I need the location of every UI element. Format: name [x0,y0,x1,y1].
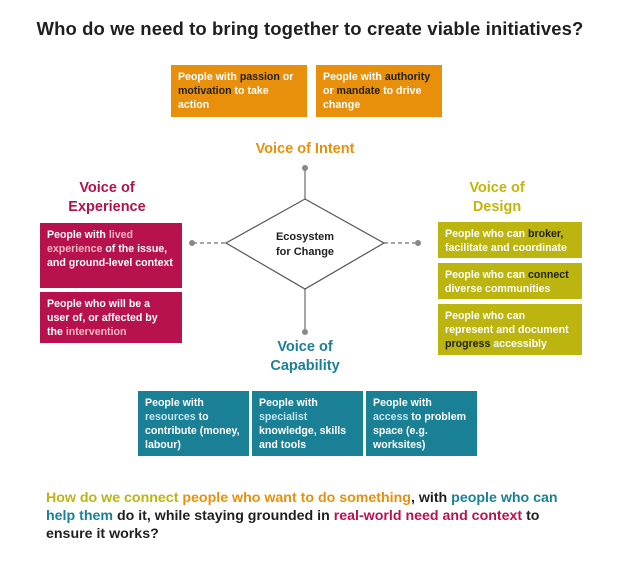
intent-heading: Voice of Intent [255,141,355,157]
highlight-text: progress [445,338,491,350]
design-heading: Voice of Design [438,179,556,217]
capability-heading: Voice of Capability [230,338,380,376]
box-text: diverse communities [445,283,551,295]
ecosystem-label-line1: Ecosystem [275,231,335,243]
highlight-text: resources [145,411,196,423]
highlight-text: passion [239,71,280,83]
highlight-text: lived [108,229,133,241]
box-text: People who can represent and document [445,310,569,336]
highlight-text: broker, [528,228,564,240]
box-text: People who can [445,228,529,240]
box-text: People with [373,397,432,409]
connector-left-dot [189,240,195,246]
highlight-text: access [373,411,409,423]
highlight-text: connect [528,269,569,281]
capability-heading-line1: Voice of [277,339,333,355]
highlight-text: experience [47,243,106,255]
box-text: People who will be a user of, or affecte… [47,298,158,338]
box-text: People with [259,397,318,409]
experience-heading-line2: Experience [68,199,146,215]
box-text: People with [178,71,240,83]
question-segment-orange: people who want to do something [182,490,411,506]
connector-right-dot [415,240,421,246]
experience-box-lived: People with lived experience of the issu… [40,223,182,288]
design-box-broker: People who can broker, facilitate and co… [438,222,582,258]
ecosystem-diamond [224,198,386,290]
question-segment-dark: , with [410,490,452,506]
box-text: accessibly [490,338,547,350]
connector-top-dot [302,165,308,171]
capability-box-specialist: People with specialist knowledge, skills… [252,391,363,456]
intent-box-passion: People with passion or motivation to tak… [171,65,307,117]
experience-heading-line1: Voice of [79,180,135,196]
connector-bottom-dot [302,329,308,335]
question-segment-teal: people who can help them [46,490,558,524]
highlight-text: mandate [336,85,381,97]
experience-heading: Voice of Experience [40,179,174,217]
box-text: People who can [445,269,529,281]
design-box-connect: People who can connect diverse communiti… [438,263,582,299]
question-segment-olive: How do we connect [46,490,183,506]
box-text: or [279,71,294,83]
box-text: People with [47,229,109,241]
diagram-title: Who do we need to bring together to crea… [36,18,584,39]
highlight-text: motivation [178,85,232,97]
design-heading-line1: Voice of [469,180,525,196]
question-segment-crimson: real-world need and context [333,508,523,524]
capability-box-access: People with access to problem space (e.g… [366,391,477,456]
design-box-represent: People who can represent and document pr… [438,304,582,355]
box-text: People with [145,397,204,409]
highlight-text: specialist [259,411,308,423]
box-text: to drive change [323,85,422,111]
ecosystem-label-line2: for Change [275,246,335,258]
closing-question: How do we connect people who want to do … [46,489,586,543]
question-segment-dark: do it, while staying grounded in [113,508,334,524]
highlight-text: authority [384,71,431,83]
box-text: facilitate and coordinate [445,242,567,254]
intent-box-authority: People with authority or mandate to driv… [316,65,442,117]
box-text: to take action [178,85,269,111]
question-segment-dark: to ensure it works? [46,508,540,542]
experience-box-user: People who will be a user of, or affecte… [40,292,182,343]
box-text: or [323,85,337,97]
highlight-text: intervention [65,326,127,338]
box-text: to problem space (e.g. worksites) [373,411,467,451]
box-text: of the issue, and ground-level context [47,243,173,269]
design-heading-line2: Design [472,199,522,215]
box-text: knowledge, skills and tools [259,425,347,451]
ecosystem-label: Ecosystem for Change [255,230,355,260]
capability-box-resources: People with resources to contribute (mon… [138,391,249,456]
box-text: People with [323,71,385,83]
box-text: to contribute (money, labour) [145,411,240,451]
capability-heading-line2: Capability [270,358,340,374]
